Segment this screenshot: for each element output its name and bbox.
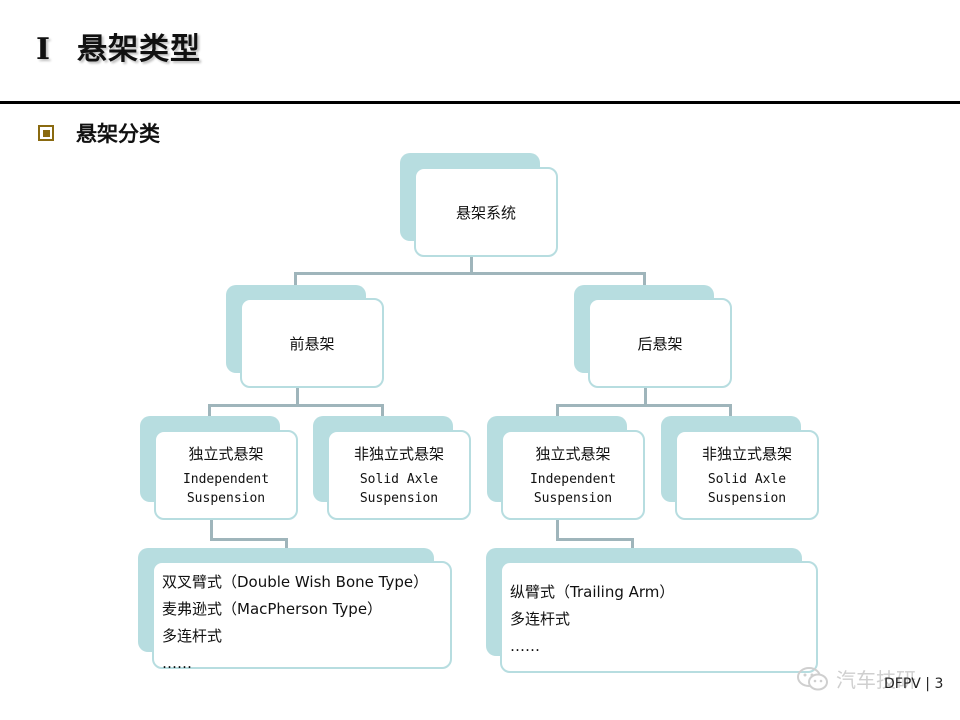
connector-rear-right <box>729 404 732 418</box>
node-label-cn: 非独立式悬架 <box>701 444 792 463</box>
section-heading-text: 悬架分类 <box>76 122 160 146</box>
wechat-icon <box>797 666 828 690</box>
list-item: …… <box>162 654 192 672</box>
node-label-cn: 独立式悬架 <box>535 444 611 463</box>
connector-front-types-bar <box>210 538 288 541</box>
section-numeral: I <box>36 32 52 67</box>
node-label-en-2: Suspension <box>186 490 266 506</box>
connector-front-down <box>296 388 299 406</box>
connector-to-rear <box>643 272 646 288</box>
connector-rear-bar <box>556 404 732 407</box>
connector-rear-down <box>644 388 647 406</box>
list-item: 多连杆式 <box>162 627 223 645</box>
connector-rear-types-drop <box>631 538 634 548</box>
list-item: 多连杆式 <box>510 610 571 628</box>
node-label-cn: 独立式悬架 <box>188 444 264 463</box>
connector-root-down <box>470 256 473 274</box>
connector-rear-left <box>556 404 559 418</box>
list-item: 麦弗逊式（MacPherson Type） <box>162 600 383 618</box>
node-label: 悬架系统 <box>455 203 516 222</box>
node-label-en-1: Independent <box>529 471 617 487</box>
page-number: DFPV | 3 <box>884 676 944 692</box>
list-item: …… <box>510 637 540 655</box>
node-label-en-2: Suspension <box>533 490 613 506</box>
connector-front-bar <box>208 404 384 407</box>
watermark-text: 汽车技研 <box>836 668 916 692</box>
node-label: 前悬架 <box>289 334 335 353</box>
header-divider <box>0 101 960 104</box>
title-text: 悬架类型 <box>77 32 202 67</box>
connector-level1-bar <box>294 272 646 275</box>
connector-front-right <box>381 404 384 418</box>
connector-rear-types-down <box>556 520 559 540</box>
list-item: 纵臂式（Trailing Arm） <box>510 583 675 601</box>
node-label-cn: 非独立式悬架 <box>353 444 444 463</box>
node-label: 后悬架 <box>637 334 683 353</box>
connector-front-types-drop <box>285 538 288 548</box>
section-heading: 悬架分类 <box>38 118 160 148</box>
connector-front-types-down <box>210 520 213 540</box>
list-item: 双叉臂式（Double Wish Bone Type） <box>162 573 429 591</box>
node-label-en-2: Suspension <box>359 490 439 506</box>
node-label-en-1: Solid Axle <box>707 471 787 487</box>
connector-to-front <box>294 272 297 288</box>
connector-front-left <box>208 404 211 418</box>
node-label-en-1: Solid Axle <box>359 471 439 487</box>
watermark: 汽车技研 <box>796 664 916 693</box>
node-label-en-1: Independent <box>182 471 270 487</box>
page-title: I 悬架类型 <box>36 24 201 68</box>
node-label-en-2: Suspension <box>707 490 787 506</box>
connector-rear-types-bar <box>556 538 634 541</box>
square-bullet-icon <box>38 125 54 141</box>
